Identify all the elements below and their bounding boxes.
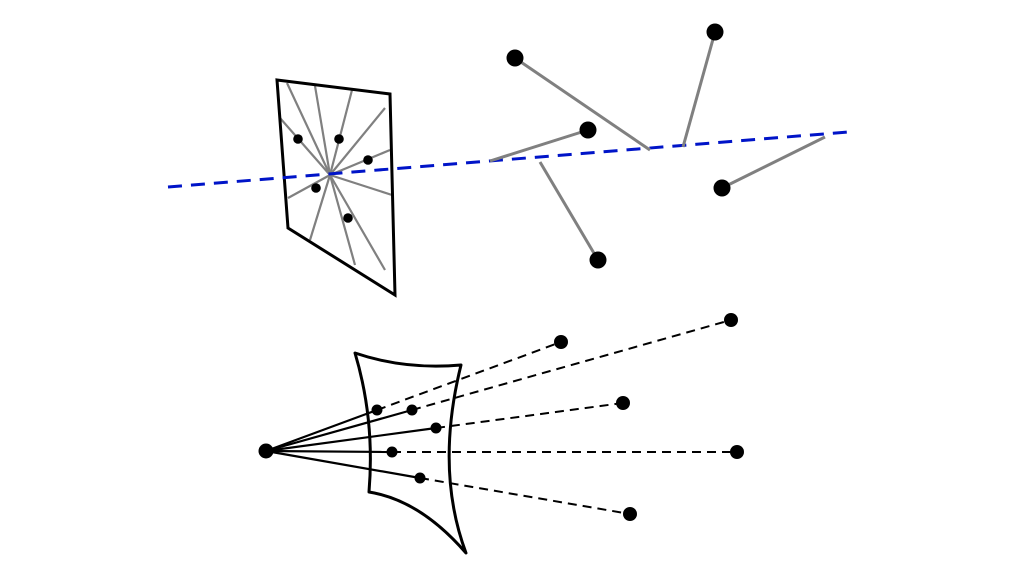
projection-ray xyxy=(419,477,631,515)
projection-ray xyxy=(411,319,732,411)
world-points-top xyxy=(506,23,731,269)
world-point xyxy=(554,335,568,349)
top-figure xyxy=(167,23,849,298)
plane-ray xyxy=(329,173,393,197)
surface-point xyxy=(371,404,383,416)
surface-point xyxy=(430,422,442,434)
optical-axis xyxy=(167,130,849,189)
surface-point xyxy=(386,446,398,458)
projection-rays xyxy=(376,319,737,515)
plane-point xyxy=(363,155,373,165)
segment xyxy=(538,161,600,261)
curved-image-surface xyxy=(353,351,468,555)
segment xyxy=(489,128,589,163)
surface-point xyxy=(406,404,418,416)
image-plane-rays xyxy=(279,82,393,271)
world-point xyxy=(730,445,744,459)
plane-point xyxy=(293,134,303,144)
center-ray xyxy=(265,449,421,480)
plane-ray xyxy=(279,117,331,176)
plane-point xyxy=(334,134,344,144)
projection-ray xyxy=(376,341,562,411)
world-point xyxy=(589,251,607,269)
world-point xyxy=(713,179,731,197)
plane-ray xyxy=(313,85,332,176)
plane-ray xyxy=(329,174,386,271)
surface-point xyxy=(414,472,426,484)
center-ray xyxy=(265,408,413,453)
segment xyxy=(514,56,651,152)
plane-ray xyxy=(286,82,331,176)
plane-ray xyxy=(329,107,386,176)
center-rays xyxy=(265,408,437,480)
world-point xyxy=(724,313,738,327)
center-of-projection xyxy=(258,443,274,459)
plane-point xyxy=(311,183,321,193)
plane-ray xyxy=(287,174,331,199)
center-ray xyxy=(265,426,437,453)
plane-ray xyxy=(308,174,332,241)
center-ray xyxy=(265,408,378,453)
world-points-bottom xyxy=(554,313,744,521)
projection-ray xyxy=(435,402,624,429)
surface-points xyxy=(371,404,442,484)
bottom-figure xyxy=(258,313,744,555)
plane-ray xyxy=(329,148,391,177)
plane-point xyxy=(343,213,353,223)
segment xyxy=(721,135,826,190)
world-point xyxy=(623,507,637,521)
segment xyxy=(681,31,717,148)
point-to-axis-segments xyxy=(489,31,826,261)
plane-ray xyxy=(328,174,357,266)
world-point xyxy=(506,49,524,67)
plane-points xyxy=(293,134,373,223)
world-point xyxy=(616,396,630,410)
plane-ray xyxy=(328,89,354,176)
center-ray xyxy=(265,449,393,454)
world-point xyxy=(706,23,724,41)
world-point xyxy=(579,121,597,139)
